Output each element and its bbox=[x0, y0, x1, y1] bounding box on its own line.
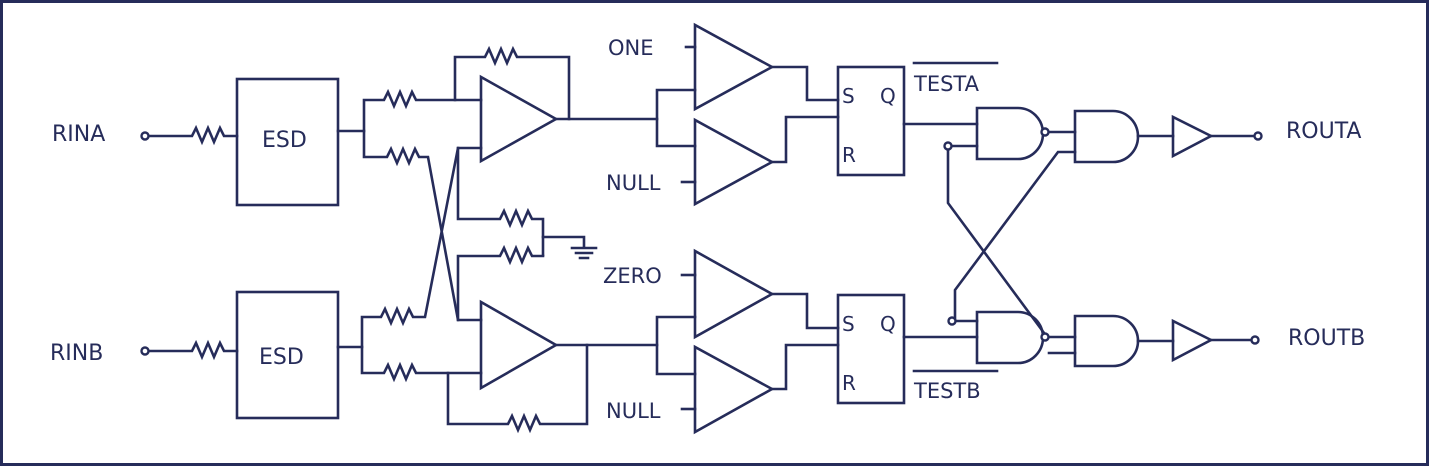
opamp-top-feedback-resistor bbox=[453, 45, 571, 121]
input-b-resistor bbox=[147, 339, 239, 361]
esd-bottom-label: ESD bbox=[259, 345, 304, 370]
buffer-bottom bbox=[1171, 318, 1214, 363]
wire-a-upper bbox=[336, 88, 483, 133]
ground-resistor-bottom bbox=[456, 244, 545, 322]
output-b-terminal bbox=[1250, 335, 1260, 345]
bottom-comparator-inputs bbox=[655, 315, 697, 376]
output-a-terminal bbox=[1253, 131, 1263, 141]
nand-bottom-bubble bbox=[1040, 332, 1050, 342]
wire-to-ff-bottom-s bbox=[770, 292, 840, 330]
ground-icon bbox=[570, 246, 598, 260]
and-gate-bottom bbox=[1073, 314, 1140, 368]
buffer-top bbox=[1171, 114, 1214, 159]
input-b-terminal bbox=[140, 346, 150, 356]
flipflop-top bbox=[836, 65, 906, 177]
input-a-path bbox=[140, 124, 239, 146]
nand-top-input-node bbox=[943, 141, 953, 151]
input-b-path bbox=[140, 339, 239, 361]
wire-b-upper-cross bbox=[336, 146, 483, 349]
wire-to-ff-bottom-r bbox=[770, 343, 840, 391]
opamp-top bbox=[479, 74, 559, 164]
nand-gate-top bbox=[975, 106, 1045, 161]
comparator-zero bbox=[693, 248, 775, 340]
input-a-label: RINA bbox=[52, 122, 105, 147]
ff-top-r: R bbox=[842, 143, 856, 167]
opamp-bottom-feedback-resistor bbox=[446, 343, 589, 434]
comparator-null-top bbox=[693, 117, 775, 207]
ff-top-q: Q bbox=[880, 84, 896, 108]
esd-block-bottom bbox=[235, 290, 340, 420]
test-b-label: TESTB bbox=[913, 379, 981, 403]
input-a-terminal bbox=[140, 131, 150, 141]
comparator-null-top-label: NULL bbox=[606, 171, 661, 195]
wire-to-ff-top-s bbox=[770, 65, 840, 102]
comparator-null-bottom bbox=[693, 344, 775, 435]
ff-top-s: S bbox=[842, 84, 855, 108]
ground-resistor-top bbox=[456, 146, 545, 257]
output-b-label: ROUTB bbox=[1288, 326, 1365, 351]
top-comparator-inputs bbox=[655, 88, 697, 148]
cross-wire-2 bbox=[946, 148, 1077, 339]
esd-block-top bbox=[235, 77, 340, 207]
esd-top-label: ESD bbox=[262, 128, 307, 153]
ground-wire bbox=[541, 235, 586, 249]
ff-bottom-s: S bbox=[842, 312, 855, 336]
ff-bottom-r: R bbox=[842, 371, 856, 395]
wire-a-lower-cross bbox=[362, 129, 483, 322]
nand-top-bubble bbox=[1040, 127, 1050, 137]
flipflop-bottom bbox=[836, 293, 906, 405]
ff-bottom-q: Q bbox=[880, 312, 896, 336]
comparator-null-bottom-label: NULL bbox=[606, 399, 661, 423]
test-a-label: TESTA bbox=[913, 72, 980, 96]
comparator-one-label: ONE bbox=[608, 36, 654, 60]
comparator-one bbox=[693, 22, 775, 112]
input-a-resistor bbox=[147, 124, 239, 146]
output-a-label: ROUTA bbox=[1286, 119, 1362, 144]
cross-wire-1 bbox=[953, 150, 1077, 322]
wire-b-lower bbox=[360, 345, 483, 383]
nand-bottom-input-node bbox=[947, 316, 957, 326]
input-b-label: RINB bbox=[50, 341, 103, 366]
and-gate-top bbox=[1073, 109, 1140, 164]
opamp-bottom bbox=[479, 299, 559, 391]
wire-to-ff-top-r bbox=[770, 115, 840, 164]
comparator-zero-label: ZERO bbox=[603, 264, 662, 288]
